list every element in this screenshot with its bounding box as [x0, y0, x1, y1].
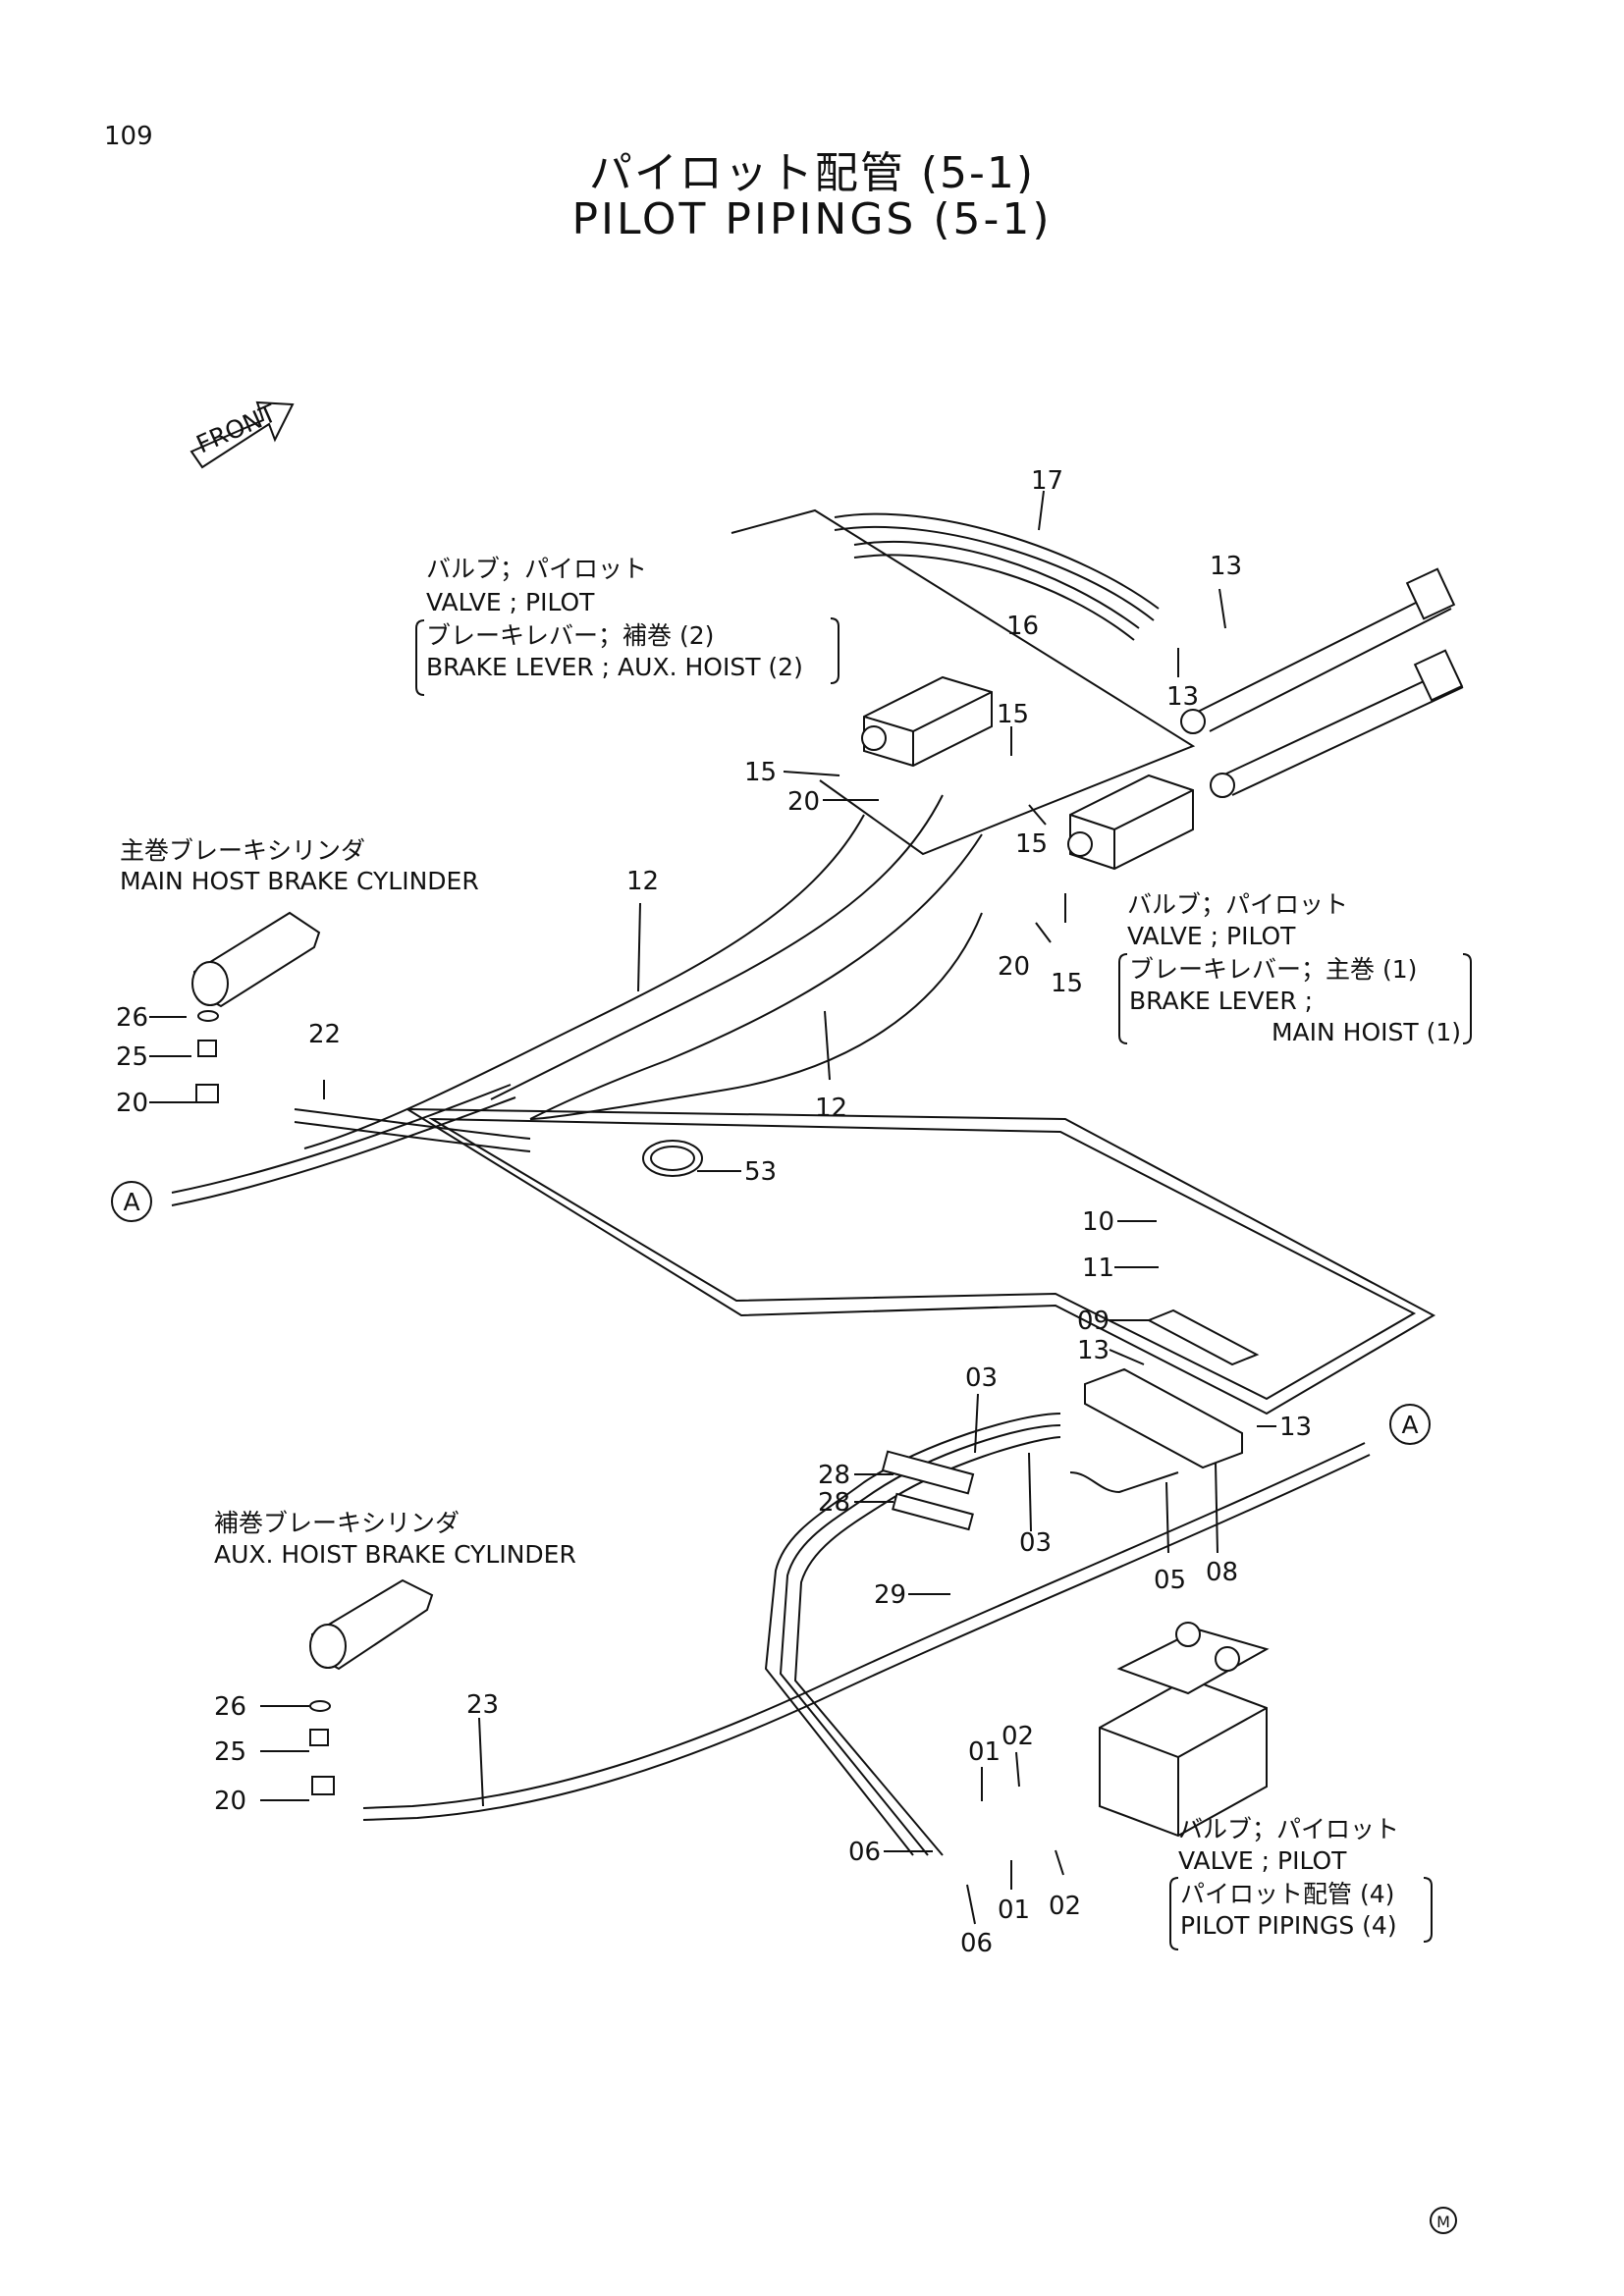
callout: 15 [1051, 969, 1083, 998]
pipe-17 [834, 512, 1160, 641]
callout: 13 [1210, 552, 1242, 581]
bracket-p4-left [1169, 1877, 1179, 1950]
bracket-main-right [1462, 953, 1472, 1044]
svg-text:バルブ；パイロット: バルブ；パイロット [1178, 1815, 1399, 1843]
callout: 06 [848, 1838, 881, 1867]
svg-text:バルブ；パイロット: バルブ；パイロット [426, 555, 647, 583]
bracket-aux-left [415, 619, 425, 696]
callout: 20 [998, 952, 1030, 982]
callout: 23 [466, 1690, 499, 1720]
callout: 15 [997, 700, 1029, 729]
bracket-main-left [1118, 953, 1128, 1044]
front-arrow: FRONT [189, 399, 295, 469]
svg-text:PILOT PIPINGS (4): PILOT PIPINGS (4) [1180, 1911, 1397, 1940]
callout: 53 [744, 1157, 777, 1187]
svg-text:主巻ブレーキシリンダ: 主巻ブレーキシリンダ [120, 836, 365, 865]
callout: 25 [116, 1042, 148, 1072]
annotation-valve-main-hoist: バルブ；パイロット VALVE ; PILOT ブレーキレバー；主巻 (1) B… [1127, 890, 1461, 1046]
callout: 02 [1049, 1892, 1081, 1921]
svg-text:ブレーキレバー；補巻 (2): ブレーキレバー；補巻 (2) [426, 621, 714, 650]
callout: 15 [744, 758, 777, 787]
annotation-pilot-valve-4: バルブ；パイロット VALVE ; PILOT パイロット配管 (4) PILO… [1178, 1815, 1399, 1940]
pilot-hoses-12 [171, 794, 983, 1206]
pilot-manifold-tubes [1180, 567, 1464, 798]
annotation-aux-brake-cylinder: 補巻ブレーキシリンダ AUX. HOIST BRAKE CYLINDER [214, 1509, 576, 1569]
callout: 16 [1006, 612, 1039, 641]
connector-a-right: A [1389, 1404, 1431, 1445]
callout: 01 [998, 1896, 1030, 1925]
svg-text:BRAKE LEVER ; AUX. HOIST (2): BRAKE LEVER ; AUX. HOIST (2) [426, 653, 803, 681]
callout: 20 [116, 1089, 148, 1118]
callout: 09 [1077, 1307, 1110, 1336]
connector-a-left: A [111, 1181, 152, 1222]
callout: 28 [818, 1488, 850, 1518]
svg-text:補巻ブレーキシリンダ: 補巻ブレーキシリンダ [214, 1509, 460, 1537]
bracket-aux-right [830, 617, 839, 684]
bracket-09 [1146, 1308, 1260, 1366]
svg-text:AUX. HOIST BRAKE CYLINDER: AUX. HOIST BRAKE CYLINDER [214, 1540, 576, 1569]
aux-brake-cylinder [309, 1578, 434, 1795]
svg-text:パイロット配管 (4): パイロット配管 (4) [1180, 1880, 1394, 1908]
main-brake-cylinder [191, 911, 321, 1103]
callout: 08 [1206, 1558, 1238, 1587]
callout: 05 [1154, 1566, 1186, 1595]
callout: 15 [1015, 829, 1048, 859]
svg-text:VALVE ; PILOT: VALVE ; PILOT [426, 588, 595, 616]
callout: 25 [214, 1737, 246, 1767]
pilot-valve-main-hoist [1067, 774, 1194, 871]
svg-text:バルブ；パイロット: バルブ；パイロット [1127, 890, 1348, 919]
callout: 26 [214, 1692, 246, 1722]
lower-manifold-08 [1084, 1367, 1243, 1469]
callout: 29 [874, 1580, 906, 1610]
bracket-p4-right [1423, 1877, 1433, 1943]
callout: 01 [968, 1737, 1001, 1767]
callout: 17 [1031, 466, 1063, 496]
callout: 12 [815, 1094, 847, 1123]
callout: 22 [308, 1020, 341, 1049]
callout: 10 [1082, 1207, 1114, 1237]
callout: 02 [1001, 1722, 1034, 1751]
callout: 06 [960, 1929, 993, 1958]
callout: 12 [626, 867, 659, 896]
callout: 13 [1279, 1413, 1312, 1442]
title-japanese: パイロット配管 (5-1) [588, 148, 1036, 198]
svg-text:BRAKE LEVER ;: BRAKE LEVER ; [1129, 987, 1313, 1015]
callouts: 17 16 13 13 15 15 15 15 20 20 12 12 26 2… [116, 466, 1312, 1958]
pilot-valve-4 [1099, 1622, 1270, 1838]
front-label: FRONT [192, 399, 281, 459]
lower-group-frame [406, 1108, 1436, 1415]
pilot-pipes-03 [764, 1413, 1179, 1856]
pipe-clamps-28 [881, 1450, 975, 1531]
callout: 26 [116, 1003, 148, 1033]
annotation-valve-aux-hoist: バルブ；パイロット VALVE ; PILOT ブレーキレバー；補巻 (2) B… [426, 555, 803, 681]
manufacturer-mark: M [1430, 2207, 1457, 2234]
callout: 20 [787, 787, 820, 817]
svg-text:VALVE ; PILOT: VALVE ; PILOT [1127, 922, 1296, 950]
svg-text:A: A [123, 1188, 139, 1216]
callout: 03 [965, 1363, 998, 1393]
title-english: PILOT PIPINGS (5-1) [571, 194, 1053, 244]
upper-group-frame [731, 508, 1196, 856]
page-number: 109 [104, 122, 153, 151]
pilot-valve-aux-hoist [861, 675, 993, 768]
callout: 13 [1166, 682, 1199, 712]
callout: 28 [818, 1461, 850, 1490]
callout: 11 [1082, 1254, 1114, 1283]
hose-A [362, 1442, 1371, 1821]
svg-text:A: A [1401, 1411, 1418, 1439]
callout: 13 [1077, 1336, 1110, 1365]
svg-text:MAIN HOST BRAKE CYLINDER: MAIN HOST BRAKE CYLINDER [120, 867, 479, 895]
svg-text:ブレーキレバー；主巻 (1): ブレーキレバー；主巻 (1) [1129, 955, 1417, 984]
svg-text:VALVE ; PILOT: VALVE ; PILOT [1178, 1846, 1347, 1875]
band-clamp-53 [642, 1140, 703, 1177]
callout: 20 [214, 1787, 246, 1816]
callout: 03 [1019, 1528, 1052, 1558]
svg-text:MAIN HOIST (1): MAIN HOIST (1) [1272, 1018, 1461, 1046]
svg-text:M: M [1436, 2213, 1450, 2231]
annotation-main-brake-cylinder: 主巻ブレーキシリンダ MAIN HOST BRAKE CYLINDER [120, 836, 479, 895]
leader-lines [149, 490, 1276, 1925]
